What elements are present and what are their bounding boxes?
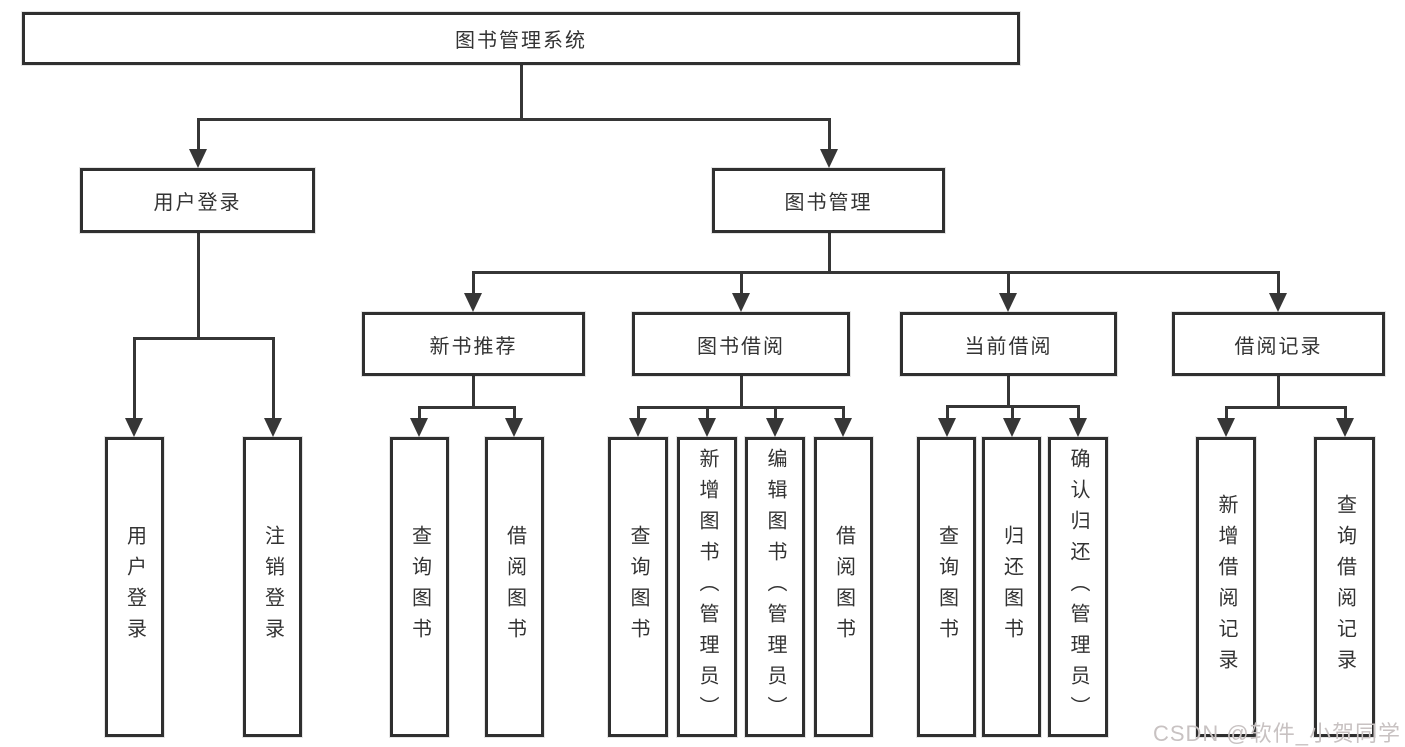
arrow-down-icon bbox=[189, 149, 207, 168]
connector-line-vertical bbox=[132, 338, 136, 421]
connector-line-vertical bbox=[841, 407, 845, 421]
arrow-down-icon bbox=[834, 418, 852, 437]
arrow-down-icon bbox=[1217, 418, 1235, 437]
leaf-borrow-books-recommend: 借阅图书 bbox=[485, 437, 544, 737]
node-borrowing-records: 借阅记录 bbox=[1172, 312, 1385, 376]
leaf-label: 借阅图书 bbox=[832, 525, 855, 649]
leaf-label: 确认归还（管理员） bbox=[1067, 447, 1089, 727]
arrow-down-icon bbox=[629, 418, 647, 437]
node-book-borrowing: 图书借阅 bbox=[632, 312, 850, 376]
leaf-label: 查询图书 bbox=[627, 525, 649, 649]
leaf-query-books-borrowing: 查询图书 bbox=[608, 437, 668, 737]
node-label: 用户登录 bbox=[153, 192, 242, 214]
arrow-down-icon bbox=[505, 418, 523, 437]
connector-line-vertical bbox=[417, 407, 421, 421]
node-label: 借阅记录 bbox=[1234, 335, 1323, 358]
connector-line-vertical bbox=[1006, 272, 1010, 296]
node-book-management: 图书管理 bbox=[712, 168, 945, 233]
connector-line-horizontal bbox=[132, 336, 275, 340]
leaf-label: 查询图书 bbox=[408, 525, 431, 649]
leaf-label: 查询借阅记录 bbox=[1333, 494, 1356, 680]
arrow-down-icon bbox=[1003, 418, 1021, 437]
connector-line-horizontal bbox=[945, 404, 1080, 408]
connector-line-vertical bbox=[739, 272, 743, 296]
leaf-add-borrow-record: 新增借阅记录 bbox=[1196, 437, 1256, 737]
arrow-down-icon bbox=[999, 293, 1017, 312]
leaf-edit-books-admin: 编辑图书（管理员） bbox=[745, 437, 805, 737]
leaf-add-books-admin: 新增图书（管理员） bbox=[677, 437, 737, 737]
connector-line-vertical bbox=[1010, 406, 1014, 421]
arrow-down-icon bbox=[1269, 293, 1287, 312]
connector-line-vertical bbox=[519, 65, 523, 119]
leaf-label: 归还图书 bbox=[1000, 525, 1023, 649]
node-label: 图书管理系统 bbox=[455, 30, 587, 52]
leaf-label: 借阅图书 bbox=[503, 525, 526, 649]
leaf-label: 注销登录 bbox=[261, 525, 284, 649]
connector-line-horizontal bbox=[417, 405, 516, 409]
arrow-down-icon bbox=[1336, 418, 1354, 437]
leaf-query-books-recommend: 查询图书 bbox=[390, 437, 449, 737]
node-user-login: 用户登录 bbox=[80, 168, 315, 233]
connector-line-horizontal bbox=[196, 117, 831, 121]
connector-line-vertical bbox=[739, 376, 743, 407]
connector-line-vertical bbox=[827, 119, 831, 152]
node-library-management-system: 图书管理系统 bbox=[22, 12, 1020, 65]
arrow-down-icon bbox=[820, 149, 838, 168]
connector-line-vertical bbox=[945, 406, 949, 421]
connector-line-vertical bbox=[827, 233, 831, 272]
connector-line-horizontal bbox=[1224, 405, 1347, 409]
leaf-label: 用户登录 bbox=[123, 525, 146, 649]
arrow-down-icon bbox=[464, 293, 482, 312]
arrow-down-icon bbox=[410, 418, 428, 437]
arrow-down-icon bbox=[1069, 418, 1087, 437]
leaf-label: 查询图书 bbox=[935, 525, 958, 649]
node-current-borrowing: 当前借阅 bbox=[900, 312, 1117, 376]
connector-line-vertical bbox=[1343, 407, 1347, 421]
arrow-down-icon bbox=[125, 418, 143, 437]
connector-line-horizontal bbox=[636, 405, 845, 409]
connector-line-vertical bbox=[1224, 407, 1228, 421]
node-label: 新书推荐 bbox=[429, 335, 518, 358]
node-label: 图书借阅 bbox=[697, 335, 785, 358]
leaf-label: 新增借阅记录 bbox=[1215, 494, 1237, 680]
connector-line-vertical bbox=[636, 407, 640, 421]
arrow-down-icon bbox=[264, 418, 282, 437]
connector-line-vertical bbox=[1006, 376, 1010, 406]
connector-line-vertical bbox=[773, 407, 777, 421]
node-label: 当前借阅 bbox=[964, 335, 1053, 358]
leaf-label: 新增图书（管理员） bbox=[696, 447, 718, 727]
connector-line-vertical bbox=[1276, 272, 1280, 296]
connector-line-vertical bbox=[471, 272, 475, 296]
connector-line-horizontal bbox=[471, 270, 1280, 274]
leaf-confirm-return-admin: 确认归还（管理员） bbox=[1048, 437, 1108, 737]
arrow-down-icon bbox=[938, 418, 956, 437]
leaf-return-books: 归还图书 bbox=[982, 437, 1041, 737]
connector-line-vertical bbox=[512, 407, 516, 421]
leaf-label: 编辑图书（管理员） bbox=[764, 447, 786, 727]
leaf-query-borrow-record: 查询借阅记录 bbox=[1314, 437, 1375, 737]
connector-line-vertical bbox=[1076, 406, 1080, 421]
leaf-logout: 注销登录 bbox=[243, 437, 302, 737]
leaf-user-login: 用户登录 bbox=[105, 437, 164, 737]
connector-line-vertical bbox=[1276, 376, 1280, 407]
watermark: CSDN @软件_小贺同学 bbox=[1152, 721, 1401, 746]
connector-line-vertical bbox=[196, 233, 200, 338]
arrow-down-icon bbox=[698, 418, 716, 437]
leaf-borrow-books: 借阅图书 bbox=[814, 437, 873, 737]
node-new-book-recommendation: 新书推荐 bbox=[362, 312, 585, 376]
leaf-query-books-current: 查询图书 bbox=[917, 437, 976, 737]
node-label: 图书管理 bbox=[784, 192, 873, 214]
arrow-down-icon bbox=[766, 418, 784, 437]
connector-line-vertical bbox=[271, 338, 275, 421]
connector-line-vertical bbox=[471, 376, 475, 407]
arrow-down-icon bbox=[732, 293, 750, 312]
connector-line-vertical bbox=[196, 119, 200, 152]
connector-line-vertical bbox=[705, 407, 709, 421]
